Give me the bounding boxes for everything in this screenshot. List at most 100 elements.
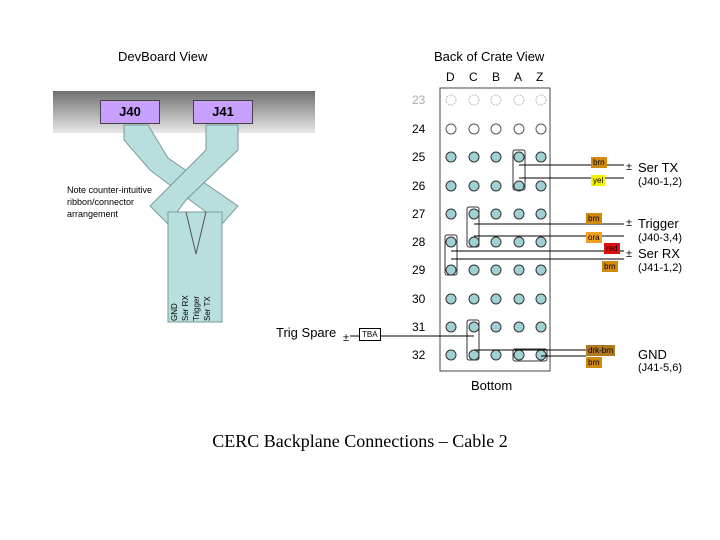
jumper-group (444, 149, 548, 362)
backplane-pin (513, 151, 525, 163)
jumper-block (444, 234, 458, 276)
signal-pins-gnd: (J41-5,6) (638, 362, 683, 374)
backplane-pin (468, 293, 480, 305)
backplane-pin (490, 208, 502, 220)
devboard-bar (53, 91, 315, 133)
wire-tag: ora (586, 232, 602, 243)
signal-name-trigger: Trigger (638, 216, 679, 231)
polarity-mark: ± (343, 332, 350, 344)
backplane-pin (468, 264, 480, 276)
signal-name-ser-tx: Ser TX (638, 160, 679, 175)
backplane-pin (468, 321, 480, 333)
backplane-pin (490, 123, 502, 135)
backplane-pin (513, 94, 525, 106)
backplane-pin (513, 123, 525, 135)
jumper-block (512, 149, 526, 191)
wire-tag: red (604, 243, 620, 254)
wire-tag: brn (602, 261, 618, 272)
backplane-pin (535, 151, 547, 163)
column-label-a: A (514, 70, 523, 84)
backplane-pin (468, 236, 480, 248)
backplane-pin (535, 123, 547, 135)
row-label-29: 29 (412, 263, 426, 277)
jumper-block (466, 206, 480, 248)
backplane-pin (445, 180, 457, 192)
backplane-pin (445, 94, 457, 106)
backplane-pin (468, 208, 480, 220)
backplane-pin (513, 208, 525, 220)
backplane-pin (445, 293, 457, 305)
signal-name-gnd: GND (638, 347, 667, 362)
signal-pins-ser-tx: (J40-1,2) (638, 176, 683, 188)
ribbon-cable (123, 124, 239, 323)
backplane-pin (445, 236, 457, 248)
column-label-c: C (469, 70, 478, 84)
backplane-pin (490, 264, 502, 276)
bottom-label: Bottom (471, 378, 513, 393)
ribbon-label-ser-tx: Ser TX (203, 296, 212, 321)
backplane-pin (535, 180, 547, 192)
jumper-block (512, 348, 548, 362)
connector-j40: J40 (100, 100, 160, 124)
spare-tag: TBA (359, 328, 381, 341)
backplane-pin (535, 293, 547, 305)
ribbon-label-ser-rx: Ser RX (181, 295, 190, 321)
signal-name-ser-rx: Ser RX (638, 246, 680, 261)
diagram-title: CERC Backplane Connections – Cable 2 (212, 431, 508, 451)
crate-heading: Back of Crate View (434, 49, 545, 64)
backplane-pin (490, 94, 502, 106)
wire-tag: brn (586, 357, 602, 368)
backplane-pin (490, 321, 502, 333)
backplane-pin (490, 349, 502, 361)
ribbon-fold-line (185, 211, 207, 255)
wire-tag: drk-brn (586, 345, 616, 356)
backplane-pin (490, 151, 502, 163)
column-label-z: Z (536, 70, 544, 84)
polarity-mark: ± (626, 161, 633, 173)
backplane-pin (535, 321, 547, 333)
backplane-pin (445, 151, 457, 163)
row-label-31: 31 (412, 320, 426, 334)
row-label-32: 32 (412, 348, 426, 362)
pin-grid (445, 94, 547, 361)
backplane-pin (535, 349, 547, 361)
backplane-pin (535, 94, 547, 106)
wire-tag: brn (586, 213, 602, 224)
backplane-pin (490, 236, 502, 248)
backplane-pin (490, 293, 502, 305)
column-label-d: D (446, 70, 455, 84)
backplane-pin (490, 180, 502, 192)
signal-pins-ser-rx: (J41-1,2) (638, 262, 683, 274)
backplane-pin (445, 208, 457, 220)
backplane-pin (468, 180, 480, 192)
wire-tag: brn (591, 157, 607, 168)
signal-pins-trigger: (J40-3,4) (638, 232, 683, 244)
backplane-pin (445, 349, 457, 361)
row-label-24: 24 (412, 122, 426, 136)
wire-tag: yel (591, 175, 606, 186)
row-label-28: 28 (412, 235, 426, 249)
row-label-30: 30 (412, 292, 426, 306)
backplane-pin (513, 264, 525, 276)
backplane-pin (535, 236, 547, 248)
column-label-b: B (492, 70, 501, 84)
polarity-mark: ± (626, 248, 633, 260)
polarity-mark: ± (626, 217, 633, 229)
backplane-pin (468, 94, 480, 106)
backplane-pin (513, 321, 525, 333)
backplane-pin (535, 208, 547, 220)
connector-j41: J41 (193, 100, 253, 124)
backplane-pin (513, 349, 525, 361)
ribbon-label-trigger: Trigger (192, 295, 201, 321)
backplane-pin (513, 236, 525, 248)
jumper-block (466, 319, 480, 361)
row-label-25: 25 (412, 150, 426, 164)
backplane-pin (535, 264, 547, 276)
backplane-pin (468, 123, 480, 135)
backplane-pin (445, 123, 457, 135)
ribbon-label-gnd: GND (170, 303, 179, 321)
row-label-23: 23 (412, 93, 426, 107)
trig-spare-label: Trig Spare (276, 325, 337, 340)
